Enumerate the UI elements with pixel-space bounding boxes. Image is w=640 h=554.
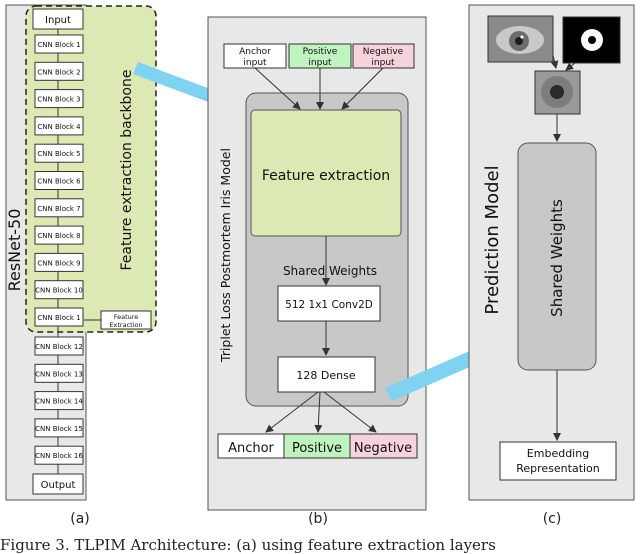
cnn-block-box [34, 143, 84, 163]
cnn-block-box [34, 363, 84, 383]
cnn-block-label: CNN Block 6 [37, 178, 81, 186]
cnn-block-label: CNN Block 8 [37, 232, 80, 240]
backbone-label: Feature extraction backbone [119, 69, 135, 270]
cnn-block-label: CNN Block 14 [35, 398, 83, 406]
cnn-block-box [34, 391, 84, 411]
cnn-block-box [34, 61, 84, 81]
cnn-block-label: CNN Block 1 [37, 41, 80, 49]
conv2d-box [277, 285, 381, 322]
resnet-50-label: ResNet-50 [5, 209, 24, 292]
dense-to-negative-arrow [323, 391, 377, 433]
triplet-loss-label: Triplet Loss Postmortem Iris Model [218, 148, 233, 363]
cropped-iris-icon [534, 70, 581, 115]
cnn-block-label: CNN Block 3 [37, 96, 80, 104]
cnn-block-label: CNN Block 16 [35, 452, 83, 460]
shared-weights-label-b: Shared Weights [283, 264, 377, 278]
panel-b-letter: (b) [308, 511, 328, 527]
upper-cnn-blocks: CNN Block 1 CNN Block 2 CNN Block 3 CNN Blo… [34, 29, 84, 327]
negative-output-box [349, 433, 418, 459]
cnn-block-label: CNN Block 15 [35, 425, 83, 433]
negative-input-arrow [341, 67, 384, 110]
cnn-block-label: CNN Block 2 [37, 68, 80, 76]
anchor-output-box [217, 433, 285, 459]
dense-to-anchor-arrow [265, 391, 319, 433]
output-label: Output [41, 480, 76, 491]
cnn-block-box [34, 198, 84, 218]
negative-output-label: Negative [354, 441, 412, 456]
cnn-block-box [34, 252, 84, 272]
anchor-input-box [223, 43, 287, 69]
negative-input-line1: Negative [363, 47, 404, 57]
embedding-box [499, 441, 617, 481]
anchor-input-line1: Anchor [239, 47, 271, 57]
negative-input-line2: input [371, 58, 395, 68]
conv2d-label: 512 1x1 Conv2D [285, 299, 373, 311]
positive-output-box [283, 433, 351, 459]
anchor-output-label: Anchor [228, 441, 274, 456]
cnn-block-label: CNN Block 13 [35, 370, 83, 378]
prediction-model-label: Prediction Model [482, 165, 503, 314]
shared-weights-label-c: Shared Weights [548, 199, 566, 317]
dense-to-positive-arrow [314, 391, 323, 433]
feature-extraction-small-line2: Extraction [109, 321, 142, 329]
eye-to-crop-arrow [550, 54, 559, 69]
cnn-block-box [34, 116, 84, 136]
dense-box [277, 356, 376, 393]
cnn-block-box [34, 280, 84, 300]
cnn-block-box [34, 225, 84, 245]
panel-a: ResNet-50 Feature extraction backbone In… [5, 4, 157, 527]
cnn-block-label: CNN Block 5 [37, 150, 80, 158]
cnn-block-box [34, 418, 84, 438]
lower-cnn-blocks: CNN Block 12 CNN Block 13 CNN Block 14 CNN … [34, 326, 84, 474]
cnn-block-label: CNN Block 10 [35, 287, 83, 295]
panel-c-letter: (c) [543, 511, 562, 527]
cnn-block-box [34, 34, 84, 54]
output-box [32, 473, 84, 495]
cnn-block-box [34, 307, 84, 327]
panel-a-letter: (a) [70, 511, 90, 527]
panel-c: Prediction Model Shared Weights [468, 4, 635, 527]
cnn-block-label: CNN Block 4 [37, 123, 81, 131]
positive-input-line1: Positive [303, 47, 338, 57]
eye-image-icon [487, 15, 554, 63]
cnn-block-box [34, 171, 84, 190]
positive-input-box [288, 43, 352, 69]
input-label: Input [45, 15, 71, 26]
cnn-block-label: CNN Block 1 [37, 314, 80, 322]
feature-extraction-small-line1: Feature [114, 313, 139, 321]
figure-caption: Figure 3. TLPIM Architecture: (a) using … [0, 536, 496, 554]
embedding-line1: Embedding [527, 447, 589, 460]
panel-b: Triplet Loss Postmortem Iris Model Ancho… [207, 16, 427, 527]
cnn-block-label: CNN Block 7 [37, 205, 80, 213]
positive-input-line2: input [308, 58, 332, 68]
cnn-block-box [34, 336, 84, 356]
cnn-block-box [34, 89, 84, 109]
cnn-block-label: CNN Block 9 [37, 259, 80, 267]
feature-extraction-label: Feature extraction [262, 168, 390, 184]
negative-input-box [352, 43, 415, 69]
anchor-input-arrow [254, 67, 301, 110]
iris-mask-icon [562, 16, 621, 64]
cnn-block-box [34, 445, 84, 465]
anchor-input-line2: input [243, 58, 267, 68]
mask-to-crop-arrow [565, 62, 576, 71]
dense-label: 128 Dense [296, 369, 355, 382]
cnn-block-label: CNN Block 12 [35, 343, 83, 351]
embedding-line2: Representation [516, 462, 600, 475]
positive-output-label: Positive [292, 441, 342, 456]
